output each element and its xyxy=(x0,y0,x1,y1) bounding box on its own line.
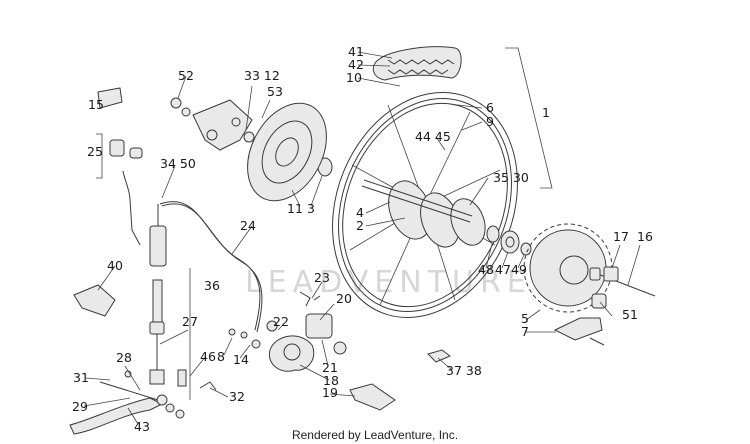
callout-40: 40 xyxy=(107,258,123,273)
footer-credit: Rendered by LeadVenture, Inc. xyxy=(292,428,458,442)
callout-6: 6 xyxy=(486,100,494,115)
callout-7: 7 xyxy=(521,324,529,339)
callout-32: 32 xyxy=(229,389,245,404)
callout-15: 15 xyxy=(88,97,104,112)
callout-9: 9 xyxy=(486,114,494,129)
callout-24: 24 xyxy=(240,218,256,233)
small-parts xyxy=(73,87,217,391)
callout-48: 48 xyxy=(478,262,494,277)
callout-46: 46 xyxy=(200,349,216,364)
callout-4445: 44 45 xyxy=(415,129,451,144)
callout-22: 22 xyxy=(273,314,289,329)
chain-slider xyxy=(349,349,451,411)
callout-3530: 35 30 xyxy=(493,170,529,185)
wheel-hub xyxy=(361,179,486,248)
callout-16: 16 xyxy=(637,229,653,244)
rear-caliper xyxy=(228,291,347,372)
callout-19: 19 xyxy=(322,385,338,400)
caliper-bracket xyxy=(170,97,255,151)
callout-49: 49 xyxy=(511,262,527,277)
callout-23: 23 xyxy=(314,270,330,285)
adjuster-plate xyxy=(553,317,603,341)
axle xyxy=(589,266,656,309)
callout-18: 18 xyxy=(323,373,339,388)
callout-3312: 33 12 xyxy=(244,68,280,83)
callout-3: 3 xyxy=(307,201,315,216)
callout-4: 4 xyxy=(356,205,364,220)
callout-47: 47 xyxy=(495,262,511,277)
callout-51: 51 xyxy=(622,307,638,322)
callout-28: 28 xyxy=(116,350,132,365)
callout-42: 42 xyxy=(348,57,364,72)
callout-14: 14 xyxy=(233,352,249,367)
callout-20: 20 xyxy=(336,291,352,306)
callout-3450: 34 50 xyxy=(160,156,196,171)
callout-36: 36 xyxy=(204,278,220,293)
callout-17: 17 xyxy=(613,229,629,244)
tire xyxy=(372,46,462,81)
callout-25: 25 xyxy=(87,144,103,159)
callout-27: 27 xyxy=(182,314,198,329)
callout-1: 1 xyxy=(542,105,550,120)
bearings xyxy=(317,157,532,256)
callout-8: 8 xyxy=(217,349,225,364)
leader-lines xyxy=(83,47,641,425)
callout-5: 5 xyxy=(521,311,529,326)
callout-10: 10 xyxy=(346,70,362,85)
callout-41: 41 xyxy=(348,44,364,59)
callout-11: 11 xyxy=(287,201,303,216)
callout-53: 53 xyxy=(267,84,283,99)
brake-hose xyxy=(159,201,261,331)
brake-disc xyxy=(247,102,327,202)
callout-52: 52 xyxy=(178,68,194,83)
brake-pedal xyxy=(69,370,185,435)
callout-3738: 37 38 xyxy=(446,363,482,378)
callout-31: 31 xyxy=(73,370,89,385)
callout-2: 2 xyxy=(356,218,364,233)
master-cylinder xyxy=(109,139,167,385)
callout-29: 29 xyxy=(72,399,88,414)
callout-21: 21 xyxy=(322,360,338,375)
callout-43: 43 xyxy=(134,419,150,434)
